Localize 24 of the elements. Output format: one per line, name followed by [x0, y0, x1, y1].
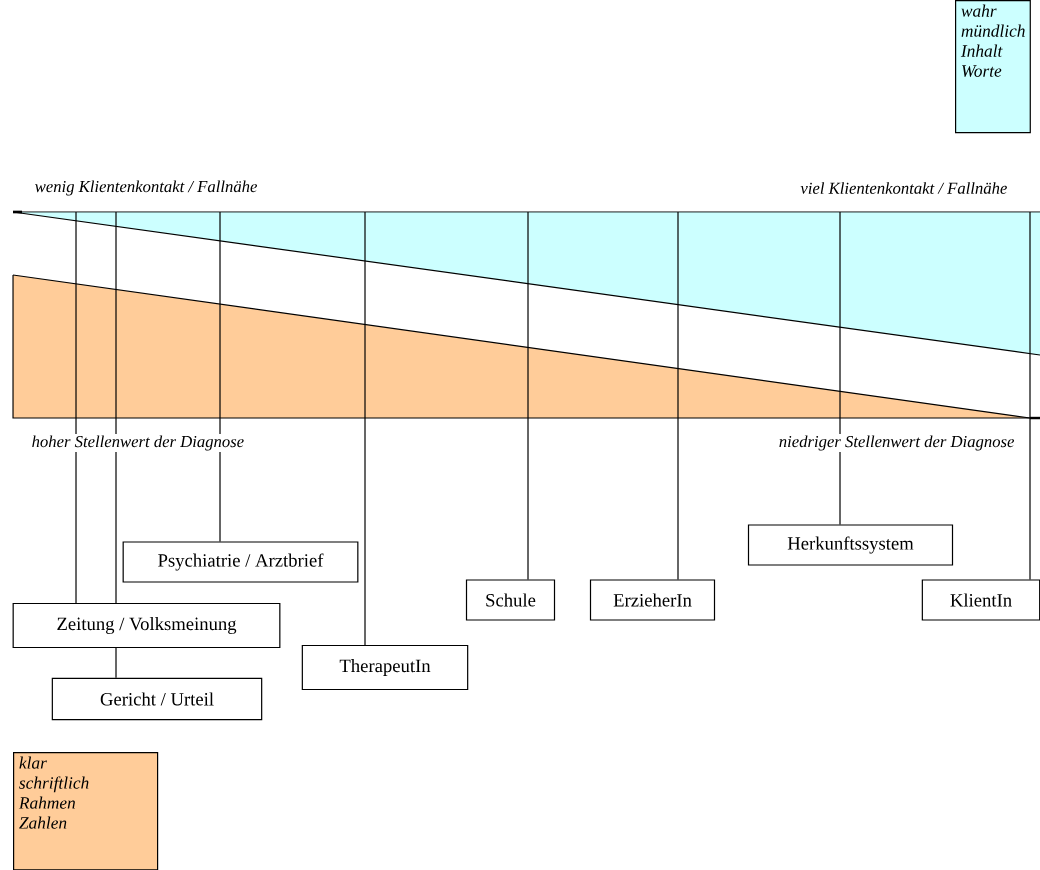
axis-label: wenig Klientenkontakt / Fallnähe [35, 180, 257, 196]
note-box: wahr mündlich Inhalt Worte [955, 0, 1031, 134]
process-box: Psychiatrie / Arztbrief [122, 541, 359, 583]
process-box: ErzieherIn [589, 579, 716, 621]
process-box: Gericht / Urteil [51, 677, 263, 721]
connector-line [219, 211, 221, 542]
process-box: Zeitung / Volksmeinung [12, 602, 281, 649]
note-box: klar schriftlich Rahmen Zahlen [13, 752, 159, 870]
connector-line [364, 211, 366, 646]
connector-line [527, 211, 529, 580]
connector-line [115, 211, 117, 604]
axis-label: niedriger Stellenwert der Diagnose [777, 434, 1016, 452]
connector-line [677, 211, 679, 580]
band-drawing [12, 210, 1040, 420]
axis-label: viel Klientenkontakt / Fallnähe [800, 182, 1007, 194]
connector-line [839, 211, 841, 525]
process-box: Herkunftssystem [747, 524, 954, 566]
connector-line [1029, 211, 1031, 580]
process-box: TherapeutIn [301, 644, 469, 691]
axis-label: hoher Stellenwert der Diagnose [30, 434, 246, 452]
process-box: Schule [465, 579, 556, 621]
connector-line [75, 211, 77, 604]
process-box: KlientIn [921, 579, 1040, 621]
connector-line [115, 647, 117, 679]
